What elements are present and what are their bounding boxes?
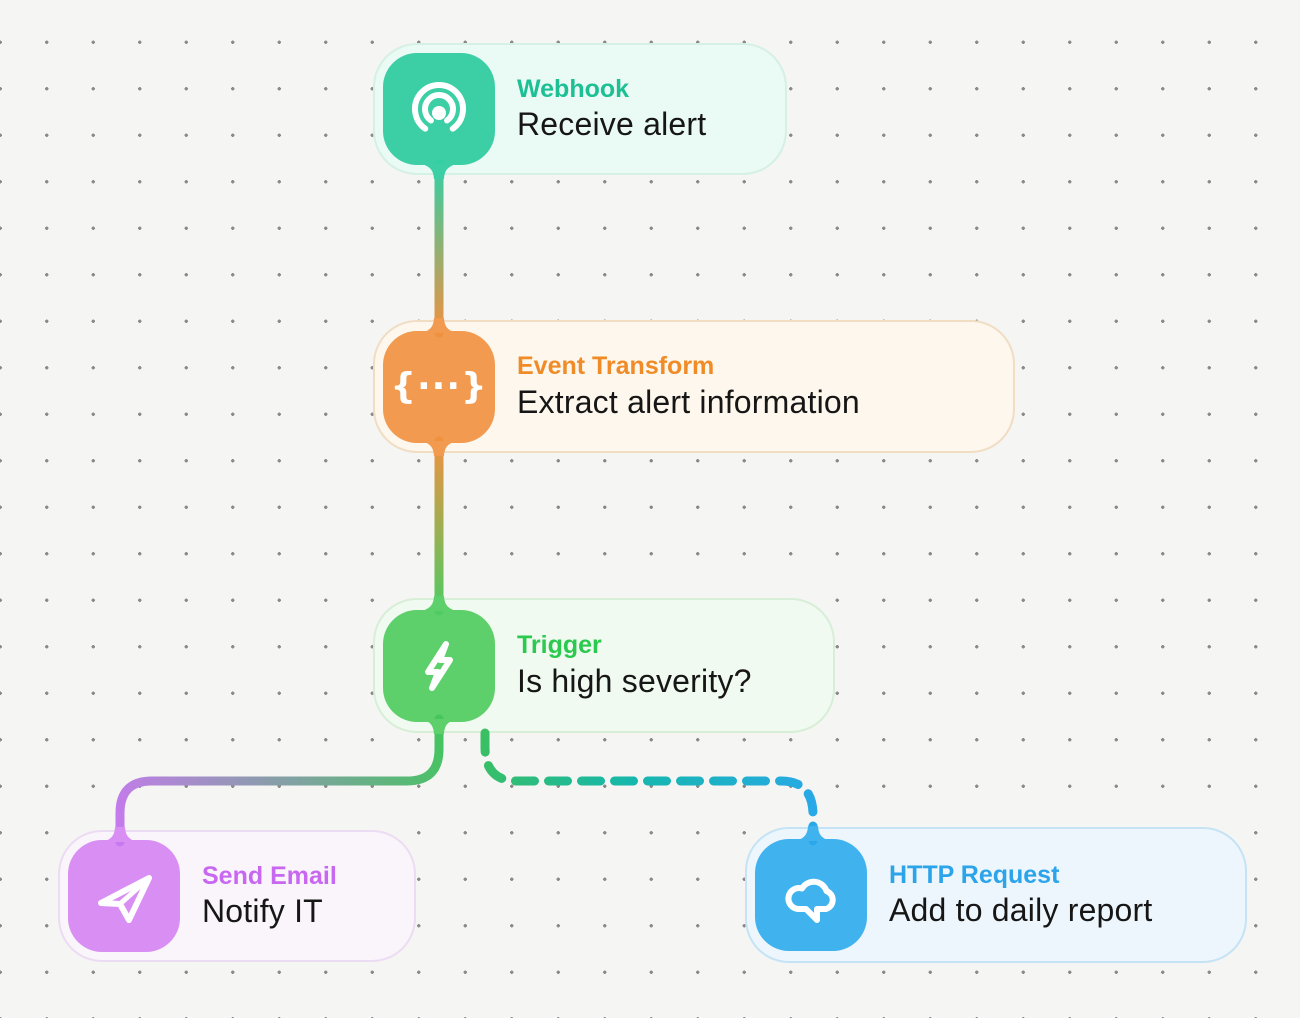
node-event-transform[interactable]: {···} Event Transform Extract alert info… (373, 320, 1015, 453)
connector-trigger-http-request (480, 728, 818, 846)
node-title: Is high severity? (517, 662, 752, 699)
node-title: Add to daily report (889, 892, 1153, 929)
node-http-request[interactable]: HTTP Request Add to daily report (745, 827, 1247, 963)
node-send-email[interactable]: Send Email Notify IT (58, 830, 416, 962)
node-title: Receive alert (517, 106, 707, 143)
node-type-label: Send Email (202, 861, 337, 890)
node-title: Extract alert information (517, 383, 860, 420)
node-title: Notify IT (202, 893, 323, 930)
node-type-label: HTTP Request (889, 860, 1060, 889)
node-type-label: Webhook (517, 74, 630, 103)
lightning-icon (383, 609, 495, 722)
node-webhook[interactable]: Webhook Receive alert (373, 43, 787, 175)
braces-dots-icon: {···} (383, 330, 495, 443)
paper-plane-icon (68, 840, 180, 952)
node-trigger[interactable]: Trigger Is high severity? (373, 598, 835, 733)
node-type-label: Trigger (517, 631, 602, 660)
connector-trigger-send-email (115, 714, 444, 847)
broadcast-icon (383, 53, 495, 165)
node-type-label: Event Transform (517, 352, 715, 381)
braces-dots-glyph: {···} (390, 366, 488, 407)
cloud-message-icon (755, 839, 867, 951)
